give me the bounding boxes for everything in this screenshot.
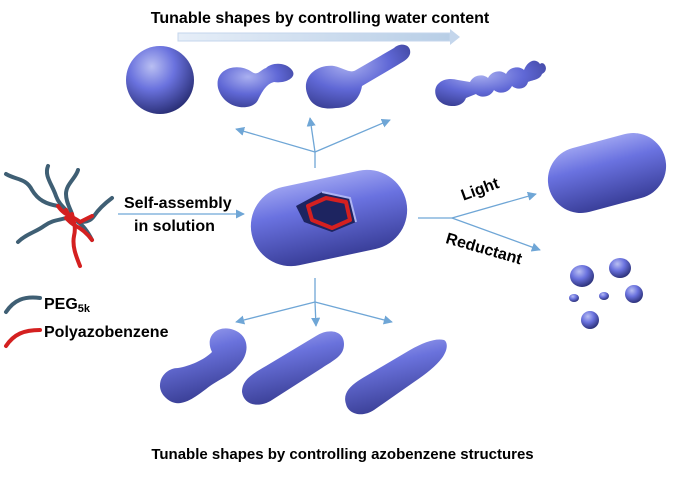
beaded-chain-particle [435,60,546,107]
in-solution-label: in solution [134,218,215,235]
peg-text: PEG [44,296,78,313]
peg-swatch-icon [4,295,42,314]
straight-rod-bottom-particle [242,331,344,405]
light-rod-particle [547,133,667,213]
bottom-title: Tunable shapes by controlling azobenzene… [151,446,534,463]
micelle-cutaway [296,191,357,232]
self-assembly-label: Self-assembly [124,195,232,212]
polymer-chains-icon [4,164,114,268]
central-cylindrical-micelle [250,169,408,267]
small-head-tail-particle [217,63,294,108]
peg-subscript: 5k [77,303,91,315]
upper-arrows [235,117,391,168]
lower-arrows [235,278,393,327]
stimulus-arrows [418,191,541,252]
head-rod-particle [305,44,411,109]
reductant-spheres [569,258,643,329]
polyazobenzene-legend-label: Polyazobenzene [44,324,169,341]
top-title: Tunable shapes by controlling water cont… [150,10,490,27]
tapered-rod-bottom-particle [345,339,447,415]
sphere-particle [126,46,194,114]
peg-legend-label: PEG5k [44,296,90,315]
polyazobenzene-swatch-icon [4,328,42,348]
head-tail-bottom-particle [159,328,247,404]
water-content-arrow [177,29,460,45]
